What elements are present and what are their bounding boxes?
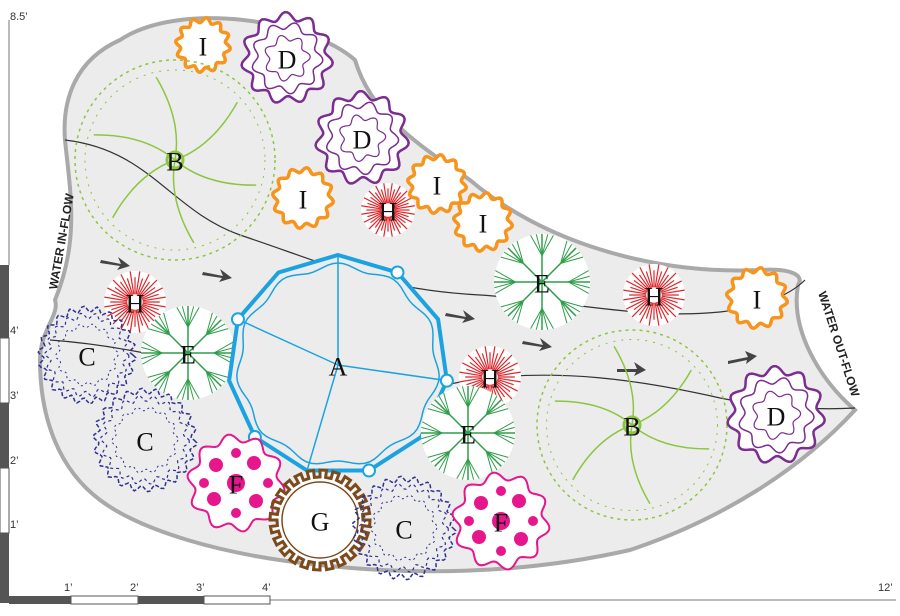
plant-label-e2: E — [180, 341, 196, 370]
plant-e3: E — [421, 386, 515, 480]
plant-label-d3: D — [767, 403, 786, 432]
scale-label-h1: 1’ — [64, 582, 73, 594]
flow-arrow-icon — [617, 362, 646, 376]
plant-f1: F — [186, 433, 286, 533]
scale-label-h2: 2’ — [130, 582, 139, 594]
flow-arrow-icon — [100, 257, 130, 270]
plant-i4: I — [451, 190, 515, 254]
plant-e2: E — [141, 306, 235, 400]
plant-label-c3: C — [395, 516, 412, 545]
flow-arrow-icon — [522, 338, 552, 351]
plant-d1: D — [240, 10, 335, 104]
plant-label-h1: H — [379, 198, 398, 227]
flow-arrow-icon — [728, 351, 757, 364]
plant-h2: H — [623, 264, 685, 326]
scale-label-v3: 3’ — [10, 390, 19, 402]
plant-i2: I — [271, 166, 335, 230]
plant-c3: C — [351, 475, 457, 581]
plant-label-g: G — [311, 508, 330, 537]
plant-a: A — [227, 252, 454, 478]
plant-label-h2: H — [645, 283, 664, 312]
plant-f2: F — [451, 471, 551, 571]
plant-label-e3: E — [460, 421, 476, 450]
scale-label-v1: 1’ — [10, 519, 19, 531]
plant-label-a: A — [329, 353, 348, 382]
scale-label-v2: 2’ — [10, 455, 19, 467]
water-flow-line-upper — [64, 139, 806, 315]
flow-arrows — [100, 257, 757, 376]
plant-c1: C — [37, 305, 137, 405]
plant-b1: B — [74, 59, 276, 261]
plant-label-e1: E — [534, 270, 550, 299]
plant-c2: C — [92, 387, 198, 493]
flow-arrow-icon — [202, 269, 232, 282]
plant-label-b1: B — [166, 148, 183, 177]
plant-g: G — [268, 468, 372, 572]
scale-label-v4: 4’ — [10, 325, 19, 337]
plant-label-i2: I — [299, 186, 308, 215]
horizontal-scale-bar — [9, 595, 896, 605]
plant-d2: D — [314, 89, 411, 185]
plant-e1: E — [494, 234, 590, 330]
plant-d3: D — [726, 364, 826, 464]
plant-h3: H — [104, 271, 166, 333]
plant-label-f1: F — [229, 471, 243, 500]
plant-label-f2: F — [494, 509, 508, 538]
plant-label-d2: D — [353, 126, 372, 155]
plant-b2: B — [536, 329, 728, 521]
plant-label-h3: H — [126, 290, 145, 319]
plant-label-h4: H — [481, 365, 500, 394]
plant-label-c2: C — [136, 428, 153, 457]
scale-label-h3: 3’ — [196, 582, 205, 594]
scale-label-h4: 4’ — [262, 582, 271, 594]
plant-label-i5: I — [753, 286, 762, 315]
plant-label-d1: D — [278, 46, 297, 75]
plant-label-i4: I — [479, 210, 488, 239]
plant-i1: I — [173, 15, 233, 75]
scale-label-end: 12’ — [878, 582, 893, 594]
plant-i3: I — [405, 152, 469, 216]
plant-label-b2: B — [623, 413, 640, 442]
flow-arrow-icon — [445, 310, 475, 323]
plant-label-c1: C — [78, 343, 95, 372]
vertical-scale-bar — [0, 20, 10, 603]
plant-label-i3: I — [433, 172, 442, 201]
plant-label-i1: I — [199, 33, 208, 62]
scale-label-top: 8.5’ — [10, 11, 28, 23]
plant-h1: H — [361, 183, 415, 237]
plant-i5: I — [725, 266, 789, 330]
